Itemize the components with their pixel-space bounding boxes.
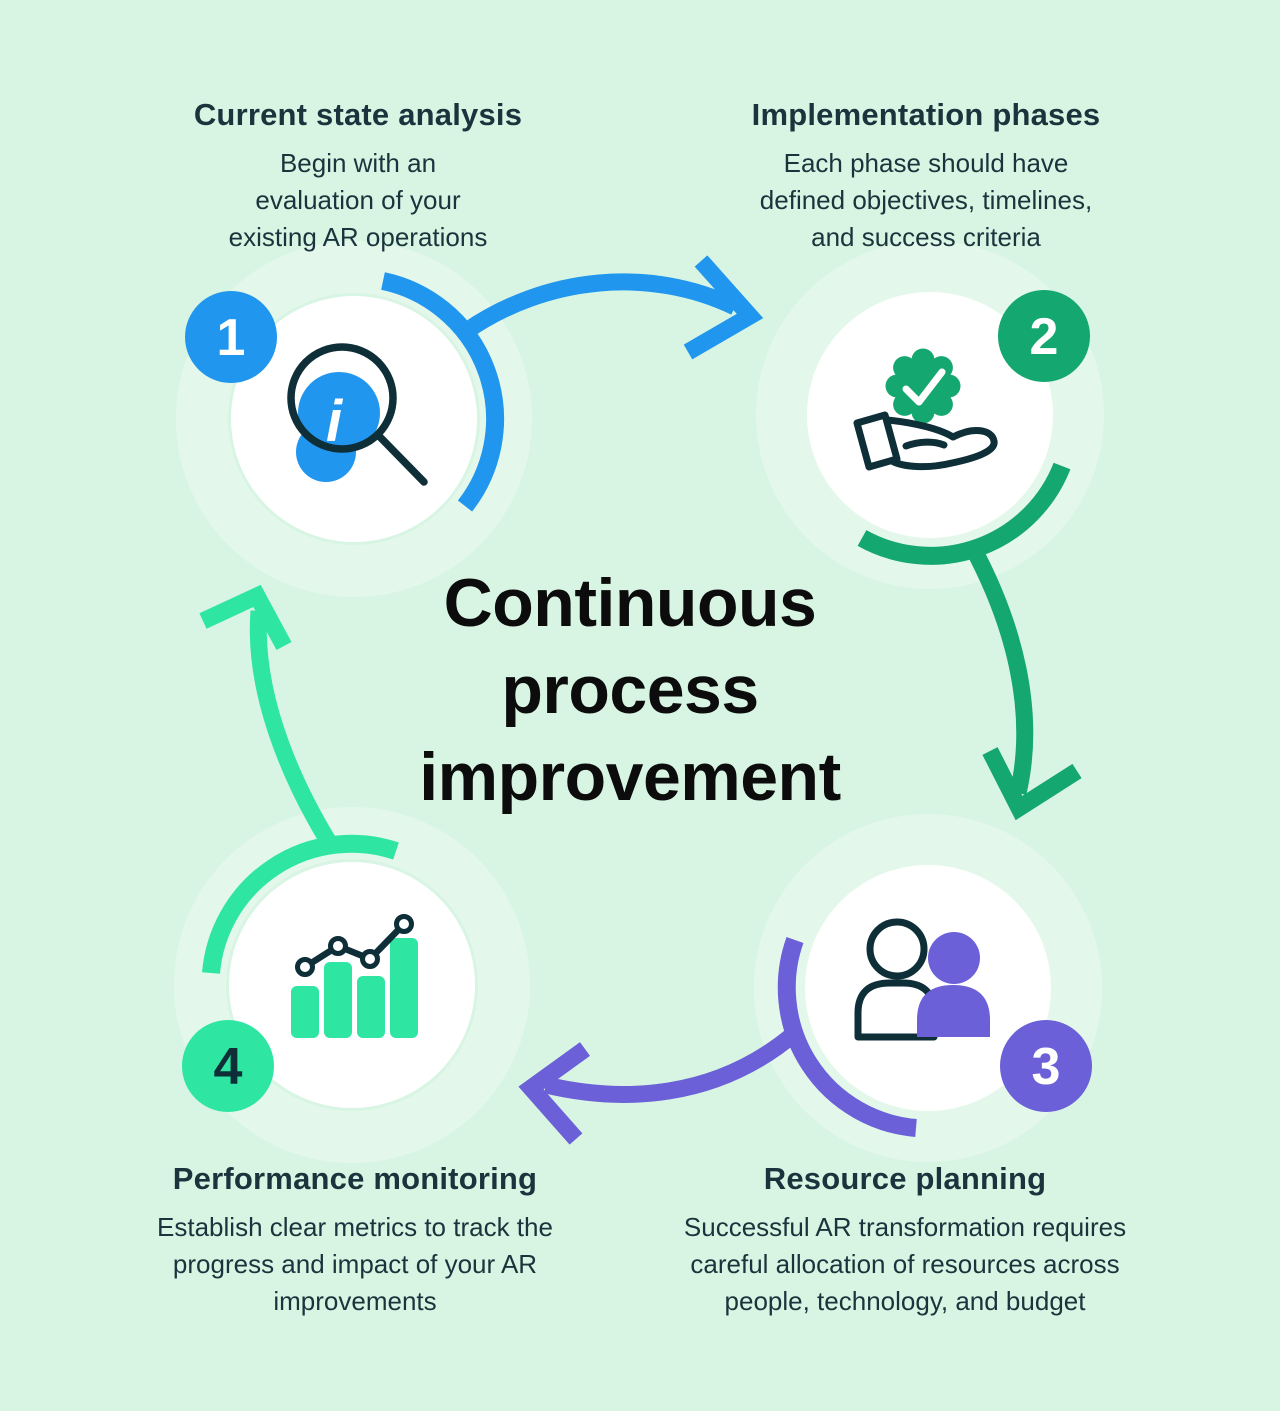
magnifier-info-icon: i: [287, 343, 428, 486]
step-1-description-line: Begin with an: [279, 148, 437, 178]
center-title-line: improvement: [419, 739, 841, 815]
step-2-number: 2: [1030, 308, 1059, 366]
step-4-text-block: Performance monitoring Establish clear m…: [95, 1160, 615, 1320]
person-filled: [917, 932, 990, 1037]
step-4-number: 4: [214, 1038, 243, 1096]
people-icon: [854, 918, 990, 1041]
step-3-description-line: people, technology, and budget: [724, 1286, 1086, 1316]
step-2-description-line: and success criteria: [811, 222, 1041, 252]
step-2-heading: Implementation phases: [751, 97, 1101, 132]
step-3-badge: 3: [1000, 1020, 1092, 1112]
check-seal: [885, 348, 961, 424]
step-2-badge: 2: [998, 290, 1090, 382]
step-2-description-line: Each phase should have: [783, 148, 1069, 178]
bar-chart-trend-icon: [291, 914, 418, 1038]
step-3-number: 3: [1032, 1038, 1061, 1096]
step-4-badge: 4: [182, 1020, 274, 1112]
step-3-description-line: Successful AR transformation requires: [683, 1212, 1127, 1242]
trend-line: [301, 920, 408, 971]
step-4-description-line: progress and impact of your AR: [172, 1249, 538, 1279]
hand-check-badge-icon: [853, 348, 998, 471]
step-1-text-block: Current state analysis Begin with an eva…: [98, 96, 618, 256]
step-2-description-line: defined objectives, timelines,: [759, 185, 1093, 215]
step-3-heading: Resource planning: [763, 1161, 1047, 1196]
step-1-description-line: existing AR operations: [228, 222, 488, 252]
arrow-step4-to-step1: [199, 584, 399, 974]
step-4-description-line: Establish clear metrics to track the: [157, 1212, 553, 1242]
arrow-step1-to-step2: [381, 255, 764, 512]
step-1-description-line: evaluation of your: [255, 185, 461, 215]
step-2-text-block: Implementation phases Each phase should …: [666, 96, 1186, 256]
trend-dots: [295, 914, 414, 977]
step-4-description-line: improvements: [273, 1286, 437, 1316]
step-1-number: 1: [217, 309, 246, 367]
checkmark: [902, 368, 946, 406]
center-title-line: Continuous: [443, 565, 817, 641]
step-3-description-line: careful allocation of resources across: [690, 1249, 1120, 1279]
step-1-badge: 1: [185, 291, 277, 383]
arrow-step2-to-step3: [857, 462, 1082, 821]
info-glyph: i: [326, 389, 344, 454]
arrow-step3-to-step4: [518, 936, 917, 1145]
step-3-text-block: Resource planning Successful AR transfor…: [645, 1160, 1165, 1320]
center-title-line: process: [501, 652, 759, 728]
center-title: Continuous process improvement: [270, 560, 990, 821]
bars: [291, 938, 418, 1038]
open-hand: [853, 411, 998, 471]
step-1-heading: Current state analysis: [193, 97, 523, 132]
step-4-heading: Performance monitoring: [172, 1161, 538, 1196]
